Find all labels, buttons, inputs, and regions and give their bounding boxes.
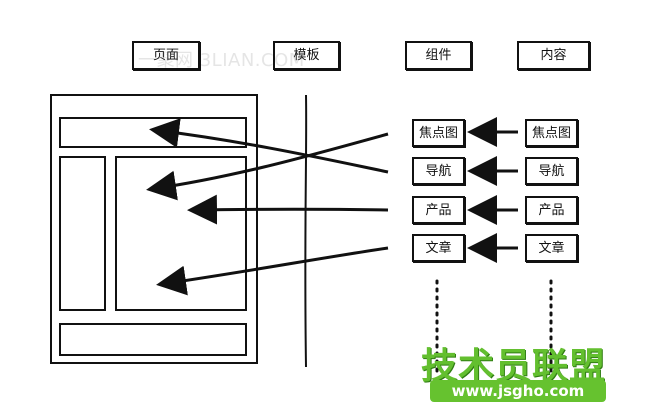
header-page: 页面 — [132, 41, 200, 70]
header-template: 模板 — [273, 41, 340, 70]
page-header-block — [59, 117, 247, 148]
header-component: 组件 — [405, 41, 472, 70]
arrow-article-to-page-main — [156, 246, 389, 296]
arrow-product-to-page-main — [187, 194, 389, 225]
content-item-product: 产品 — [525, 196, 578, 224]
page-sidebar-block — [59, 156, 106, 311]
component-item-nav: 导航 — [412, 157, 465, 185]
header-content: 内容 — [517, 41, 590, 70]
component-item-article: 文章 — [412, 234, 465, 262]
page-content-block — [115, 156, 247, 311]
content-item-article: 文章 — [525, 234, 578, 262]
component-item-product: 产品 — [412, 196, 465, 224]
component-item-focus: 焦点图 — [412, 119, 465, 147]
page-frame — [50, 94, 258, 364]
content-item-focus: 焦点图 — [525, 119, 578, 147]
page-footer-block — [59, 323, 247, 356]
content-item-nav: 导航 — [525, 157, 578, 185]
arrow-focus-to-page-main — [146, 132, 389, 201]
divider-line — [304, 94, 308, 368]
arrow-nav-to-page-header — [149, 118, 389, 174]
